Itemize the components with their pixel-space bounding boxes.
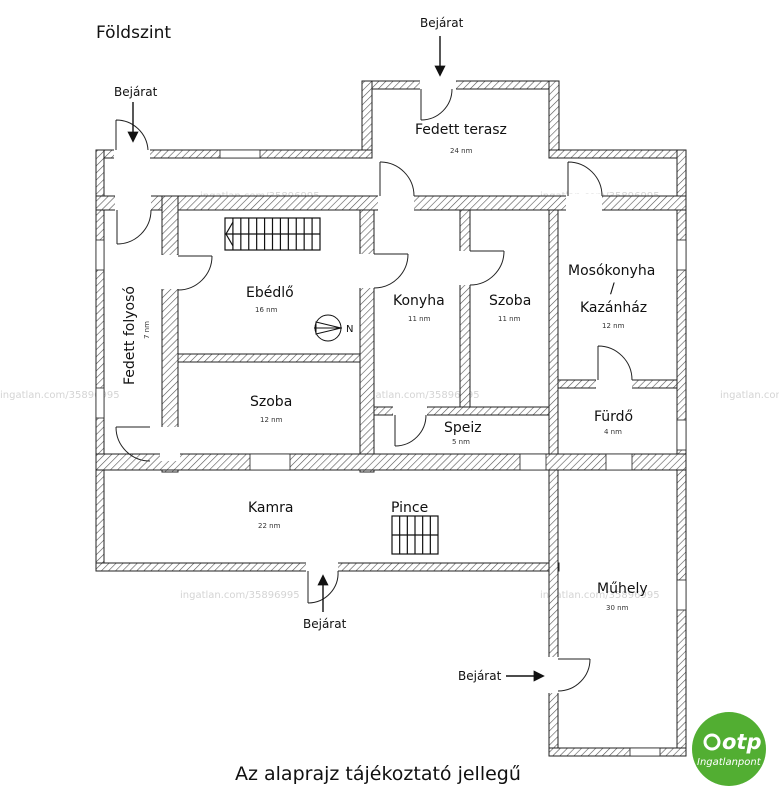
windows (95, 149, 687, 757)
room-area-moso: 12 nm (602, 322, 625, 330)
room-name-moso: Mosókonyha (568, 263, 655, 279)
door-swing (567, 161, 603, 197)
door-swing (597, 345, 633, 381)
entrance-label-right: Bejárat (458, 669, 502, 683)
room-name-terasz: Fedett terasz (415, 122, 507, 138)
entrance-arrows (127, 36, 545, 682)
room-area-furdo: 4 nm (604, 428, 622, 436)
door-swing (115, 426, 151, 462)
door-swing (115, 119, 149, 151)
room-name-muhely: Műhely (597, 581, 648, 597)
otp-logo: otp Ingatlanpont (692, 712, 766, 786)
watermark-text: ingatlan.com/35896995 (0, 390, 120, 401)
room-area-muhely: 30 nm (606, 604, 629, 612)
logo-mark-icon (703, 733, 721, 751)
room-area-szoba1: 11 nm (498, 315, 521, 323)
room-name-konyha: Konyha (393, 293, 445, 309)
watermark-text: ingatlan.com/35896995 (720, 390, 779, 401)
room-name-folyoso: Fedett folyosó (122, 286, 138, 385)
door-swing (307, 570, 339, 604)
door-swing (177, 255, 213, 291)
compass-icon: N (314, 314, 353, 342)
door-swing (373, 253, 409, 289)
staircase-pince (391, 515, 439, 555)
doors (115, 88, 633, 692)
logo-brand: otp (722, 730, 762, 754)
room-name-kazan: Kazánház (580, 300, 647, 316)
door-swing (394, 414, 427, 447)
room-name-moso-sep: / (610, 281, 615, 297)
room-area-ebedlo: 16 nm (255, 306, 278, 314)
stair-arrow-icon (225, 221, 234, 247)
watermarks: ingatlan.com/35896995 ingatlan.com/35896… (0, 191, 779, 601)
logo-sub: Ingatlanpont (697, 757, 762, 768)
watermark-text: ingatlan.com/35896995 (360, 390, 480, 401)
watermark-text: ingatlan.com/35896995 (180, 590, 300, 601)
entrance-label-left: Bejárat (114, 85, 158, 99)
compass-label: N (346, 324, 353, 335)
watermark-text: ingatlan.com/35896995 (540, 590, 660, 601)
logo-circle (692, 712, 766, 786)
room-area-terasz: 24 nm (450, 147, 473, 155)
room-name-szoba1: Szoba (489, 293, 531, 309)
door-swing (379, 161, 415, 197)
door-swing (116, 209, 152, 245)
room-name-pince: Pince (391, 500, 428, 516)
room-name-furdo: Fürdő (594, 409, 633, 425)
room-area-folyoso: 7 nm (143, 321, 151, 339)
entrance-label-top: Bejárat (420, 16, 464, 30)
disclaimer-note: Az alaprajz tájékoztató jellegű (235, 763, 521, 785)
entrance-label-bottom: Bejárat (303, 617, 347, 631)
room-folyoso: Fedett folyosó 7 nm (122, 286, 151, 385)
room-area-speiz: 5 nm (452, 438, 470, 446)
room-name-szoba2: Szoba (250, 394, 292, 410)
door-swing (420, 88, 453, 121)
room-area-konyha: 11 nm (408, 315, 431, 323)
room-name-ebedlo: Ebédlő (246, 285, 294, 301)
room-area-szoba2: 12 nm (260, 416, 283, 424)
door-swing (469, 250, 505, 286)
floor-title: Földszint (96, 23, 171, 43)
room-name-speiz: Speiz (444, 420, 482, 436)
door-swing (557, 658, 591, 692)
room-name-kamra: Kamra (248, 500, 294, 516)
staircase-ebedlo (224, 217, 321, 251)
door-openings (114, 80, 632, 693)
room-area-kamra: 22 nm (258, 522, 281, 530)
